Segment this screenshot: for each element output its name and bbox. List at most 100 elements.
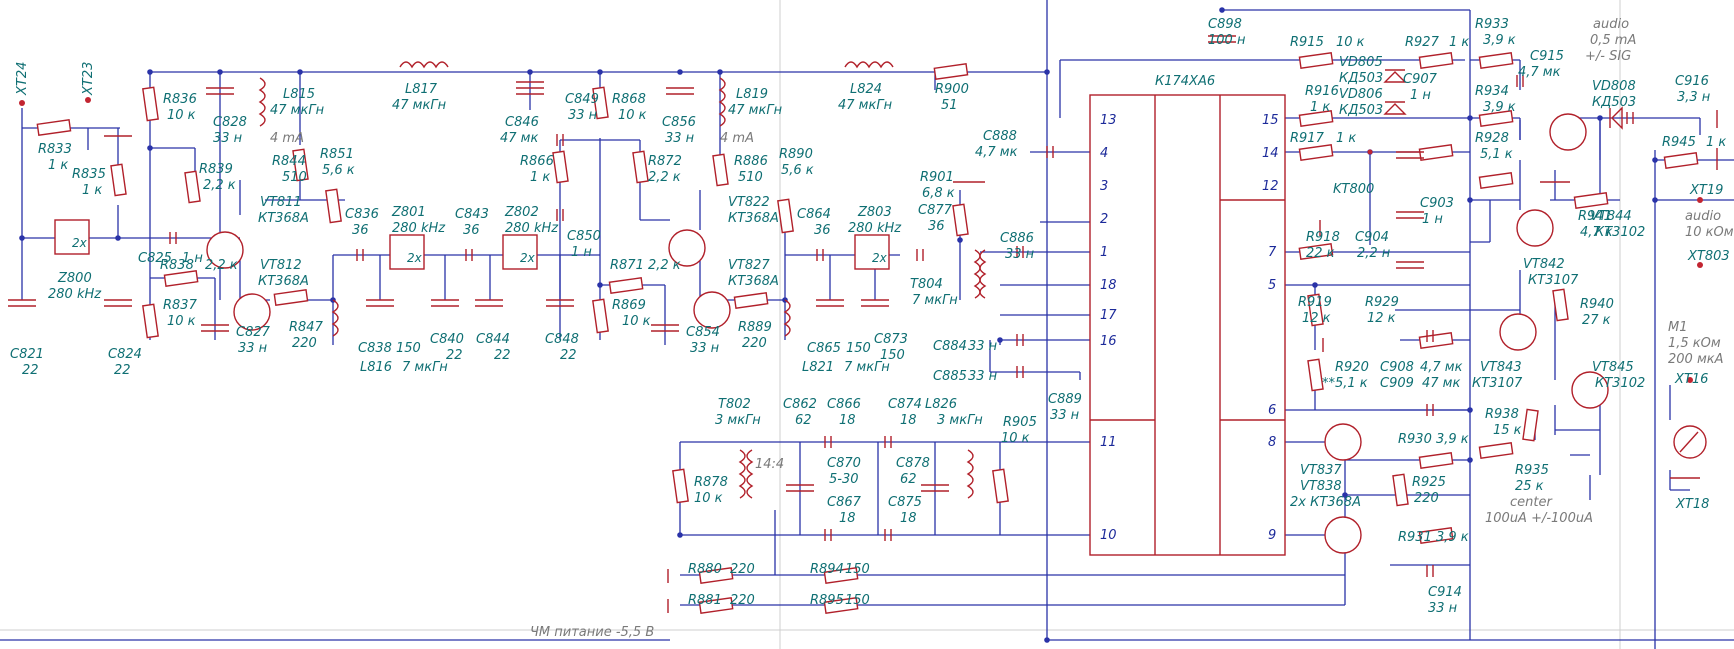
label-C914-val: 33 н <box>1428 601 1458 616</box>
label-C824-val: 22 <box>114 363 131 378</box>
note-4ma-left: 4 mA <box>270 131 304 146</box>
label-VD806-ref: VD806 <box>1339 87 1383 102</box>
label-R847-val: 220 <box>292 336 317 351</box>
label-R917-ref: R917 <box>1290 131 1325 146</box>
label-Z801-ref: Z801 <box>391 205 426 220</box>
resistor-labels: R833 1 к R835 1 к R836 10 к R839 2,2 к R… <box>38 17 1726 608</box>
label-C844-val: 22 <box>494 348 511 363</box>
label-C898-val: 100 н <box>1208 33 1246 48</box>
label-R869-ref: R869 <box>612 298 646 313</box>
label-R838-val: 2,2 к <box>205 258 238 273</box>
capacitor-labels: C821 22 C824 22 C825 1 н C827 33 н C828 … <box>10 17 1711 616</box>
label-R929-ref: R929 <box>1365 295 1399 310</box>
terminal-labels: XT24 XT23 XT19 XT803 XT16 XT18 KT800 <box>15 62 1730 512</box>
label-T802-ref: T802 <box>718 397 751 412</box>
label-R940-ref: R940 <box>1580 297 1614 312</box>
label-R934-ref: R934 <box>1475 84 1509 99</box>
label-Z800-val: 280 kHz <box>48 287 102 302</box>
label-R839-val: 2,2 к <box>203 178 236 193</box>
label-C886-val: 33 н <box>1005 247 1035 262</box>
label-R878-val: 10 к <box>694 491 723 506</box>
label-C862-ref: C862 <box>783 397 817 412</box>
label-C864-val: 36 <box>814 223 831 238</box>
label-C866-ref: C866 <box>827 397 861 412</box>
label-R878-ref: R878 <box>694 475 728 490</box>
label-R934-val: 3,9 к <box>1483 100 1516 115</box>
label-R880-ref: R880 <box>688 562 722 577</box>
label-C874-val: 18 <box>900 413 917 428</box>
ic-pin-16: 16 <box>1100 334 1117 349</box>
note-audio-2b: 10 кОм <box>1685 225 1734 240</box>
filter-symbols <box>54 219 890 270</box>
label-VT842-ref: VT842 <box>1523 257 1565 272</box>
label-R925-ref: R925 <box>1412 475 1446 490</box>
label-C843-ref: C843 <box>455 207 489 222</box>
label-R931-ref: R931 <box>1398 530 1432 545</box>
label-T802-val: 3 мкГн <box>715 413 761 428</box>
label-VT812-type: КТ368А <box>258 274 309 289</box>
label-R945-ref: R945 <box>1662 135 1696 150</box>
label-C867-val: 18 <box>839 511 856 526</box>
label-R894-val: 150 <box>845 562 870 577</box>
label-C862-val: 62 <box>795 413 812 428</box>
label-C885-val: 33 н <box>968 369 998 384</box>
label-R839-ref: R839 <box>199 162 233 177</box>
label-R940-val: 27 к <box>1582 313 1611 328</box>
label-VT822-type: КТ368А <box>728 211 779 226</box>
label-C877-val: 36 <box>928 219 945 234</box>
label-R866-ref: R866 <box>520 154 554 169</box>
label-R837-val: 10 к <box>167 314 196 329</box>
label-M1-spec1: 1,5 кОм <box>1668 336 1721 351</box>
label-L817-ref: L817 <box>405 82 438 97</box>
ic-pin-11: 11 <box>1100 435 1117 450</box>
label-C916-val: 3,3 н <box>1677 90 1711 105</box>
label-C877-ref: C877 <box>918 203 953 218</box>
label-R925-val: 220 <box>1414 491 1439 506</box>
label-L824-val: 47 мкГн <box>838 98 893 113</box>
label-R938-ref: R938 <box>1485 407 1519 422</box>
label-R895-ref: R895 <box>810 593 844 608</box>
label-R889-val: 220 <box>742 336 767 351</box>
label-C836-ref: C836 <box>345 207 379 222</box>
ic-pin-4: 4 <box>1100 146 1108 161</box>
meter-labels: M1 1,5 кОм 200 мкА <box>1668 320 1724 367</box>
label-VT822-ref: VT822 <box>728 195 770 210</box>
label-R933-val: 3,9 к <box>1483 33 1516 48</box>
annotations: 4 mA 4 mA audio 0,5 mA +/- SIG audio 10 … <box>270 17 1734 640</box>
label-R886-ref: R886 <box>734 154 768 169</box>
label-R945-val: 1 к <box>1706 135 1726 150</box>
label-R929-val: 12 к <box>1367 311 1396 326</box>
label-L824-ref: L824 <box>850 82 882 97</box>
label-R866-val: 1 к <box>530 170 550 185</box>
label-VD805-type: КД503 <box>1339 71 1383 86</box>
label-L821-ref: L821 <box>802 360 834 375</box>
label-L816-ref: L816 <box>360 360 392 375</box>
label-C915-ref: C915 <box>1530 49 1564 64</box>
label-R933-ref: R933 <box>1475 17 1509 32</box>
label-L821-val: 7 мкГн <box>844 360 890 375</box>
label-Z801-mark: 2x <box>407 251 423 265</box>
label-R886-val: 510 <box>738 170 763 185</box>
label-C903-val: 1 н <box>1422 212 1443 227</box>
label-Z803-ref: Z803 <box>857 205 892 220</box>
label-C827-ref: C827 <box>236 325 271 340</box>
label-C884-ref: C884 <box>933 339 967 354</box>
label-C908-val: 4,7 мк <box>1420 360 1463 375</box>
transistor-labels: VT811 КТ368А VT812 КТ368А VT822 КТ368А V… <box>258 195 1645 510</box>
label-VD806-type: КД503 <box>1339 103 1383 118</box>
capacitor-symbols <box>8 35 1634 577</box>
label-C909-val: 47 мк <box>1422 376 1460 391</box>
label-VT843-ref: VT843 <box>1480 360 1522 375</box>
label-R838-ref: R838 <box>160 258 194 273</box>
label-L819-val: 47 мкГн <box>728 103 783 118</box>
label-R916-val: 1 к <box>1310 100 1330 115</box>
meter-symbol <box>1673 425 1707 459</box>
label-R927-ref: R927 <box>1405 35 1440 50</box>
label-C889-val: 33 н <box>1050 408 1080 423</box>
label-L817-val: 47 мкГн <box>392 98 447 113</box>
label-R905-val: 10 к <box>1001 431 1030 446</box>
label-C840-ref: C840 <box>430 332 464 347</box>
label-R918-val: 22 к <box>1306 246 1335 261</box>
ic-pin-13: 13 <box>1100 113 1117 128</box>
label-VT827-type: КТ368А <box>728 274 779 289</box>
